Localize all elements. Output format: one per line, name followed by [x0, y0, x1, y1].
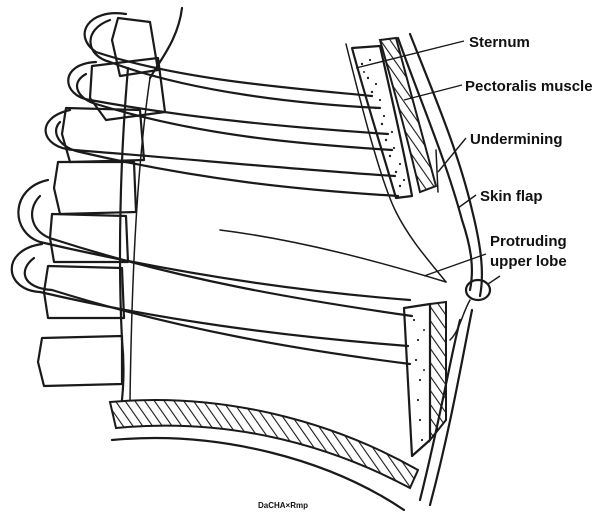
label-skin-flap: Skin flap	[480, 188, 543, 205]
label-undermining: Undermining	[470, 131, 563, 148]
footer-mark: DaCHA×Rmp	[258, 501, 308, 510]
diaphragm-band	[110, 400, 418, 510]
skin-flap-outline	[398, 34, 482, 296]
label-sternum: Sternum	[469, 34, 530, 51]
label-upper-lobe: upper lobe	[490, 253, 567, 270]
label-protruding: Protruding	[490, 233, 567, 250]
label-pectoralis-muscle: Pectoralis muscle	[465, 78, 593, 95]
